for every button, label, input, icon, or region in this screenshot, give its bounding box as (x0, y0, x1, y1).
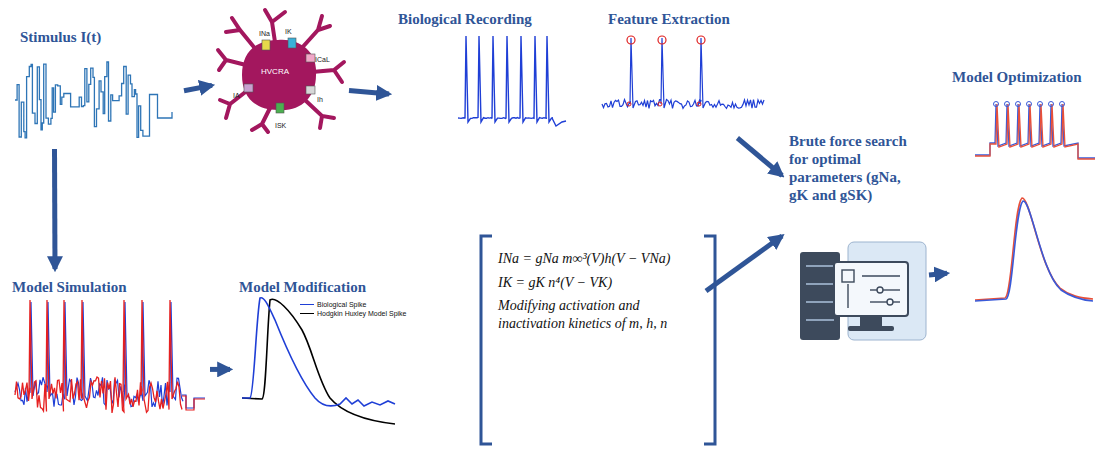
stage-node: Feature Extraction (598, 4, 768, 136)
peak-marker (1038, 102, 1043, 107)
computer-icon (800, 242, 926, 340)
threshold-marker (658, 102, 662, 106)
simulation-trace (15, 300, 205, 413)
equation: INa = gNa m∞³(V)h(V − VNa) (498, 250, 696, 268)
channel-label: ICaL (315, 56, 330, 63)
peak-marker (658, 36, 666, 44)
stage-node: Model Optimization (950, 62, 1097, 382)
stage-heading: Feature Extraction (608, 10, 758, 28)
flow-arrow (737, 138, 782, 176)
threshold-marker (697, 102, 701, 106)
legend-row: Hodgkin Huxley Model Spike (300, 309, 407, 318)
stage-heading: Model Modification (239, 278, 399, 296)
neuron-node: INa IK ICaL IA IhISK HVCRA (215, 6, 347, 134)
optimized-single-spike (975, 198, 1093, 301)
legend-line-sample (300, 304, 314, 305)
plot-legend: Biological SpikeHodgkin Huxley Model Spi… (300, 300, 407, 318)
peak-marker (1027, 102, 1032, 107)
stage-heading: Model Optimization (952, 68, 1095, 86)
trace-stroke (15, 62, 172, 138)
flow-arrow (706, 236, 782, 291)
optimized-spike-train (975, 102, 1095, 160)
trace-stroke (182, 396, 205, 410)
equation-note: Modifying activation and inactivation ki… (498, 297, 696, 332)
trace-stroke (15, 300, 182, 413)
stage-heading: Brute force search for optimal parameter… (789, 132, 923, 204)
equation-bracket (481, 236, 715, 444)
legend-text: Hodgkin Huxley Model Spike (317, 309, 407, 318)
stage-node: Model Modification (233, 272, 405, 440)
peak-marker (1016, 102, 1021, 107)
flow-arrow (210, 367, 230, 372)
trace-stroke (602, 38, 764, 108)
flow-arrow (184, 85, 212, 90)
trace-stroke (975, 104, 1095, 159)
stage-node: Biological Recording (392, 4, 572, 129)
flow-arrow (52, 149, 58, 269)
channel-label: IA (233, 92, 240, 99)
neuron-illustration (218, 10, 344, 132)
stage-heading: Biological Recording (398, 10, 566, 28)
flow-arrow (929, 273, 947, 275)
equation-block: INa = gNa m∞³(V)h(V − VNa) IK = gK n⁴(V −… (490, 238, 704, 442)
legend-line-sample (300, 313, 314, 314)
feature-trace (602, 36, 764, 108)
channel-label: INa (259, 30, 270, 37)
peak-marker (994, 102, 999, 107)
threshold-marker (627, 102, 631, 106)
trace-stroke (975, 104, 1095, 158)
legend-row: Biological Spike (300, 300, 407, 309)
legend-text: Biological Spike (317, 300, 366, 309)
peak-marker (1060, 102, 1065, 107)
channel-label: IK (285, 28, 292, 35)
stage-heading: Model Simulation (12, 278, 200, 296)
trace-stroke (458, 36, 553, 122)
channel-label: ISK (275, 122, 286, 129)
recording-trace (458, 36, 566, 126)
ion-channels (244, 38, 315, 113)
peak-marker (1005, 102, 1010, 107)
peak-marker (697, 36, 705, 44)
equation: IK = gK n⁴(V − VK) (498, 274, 696, 292)
stage-node: Model Simulation (4, 272, 208, 440)
stage-node: Brute force search for optimal parameter… (785, 128, 927, 344)
cell-label: HVCRA (261, 68, 289, 76)
flow-arrow (349, 91, 389, 95)
stage-node: Stimulus I(t) (12, 22, 182, 147)
channel-label: Ih (317, 96, 323, 103)
stage-heading: Stimulus I(t) (20, 28, 174, 46)
stimulus-trace (15, 62, 172, 138)
trace-stroke (552, 118, 566, 126)
peak-marker (627, 36, 635, 44)
peak-marker (1049, 102, 1054, 107)
